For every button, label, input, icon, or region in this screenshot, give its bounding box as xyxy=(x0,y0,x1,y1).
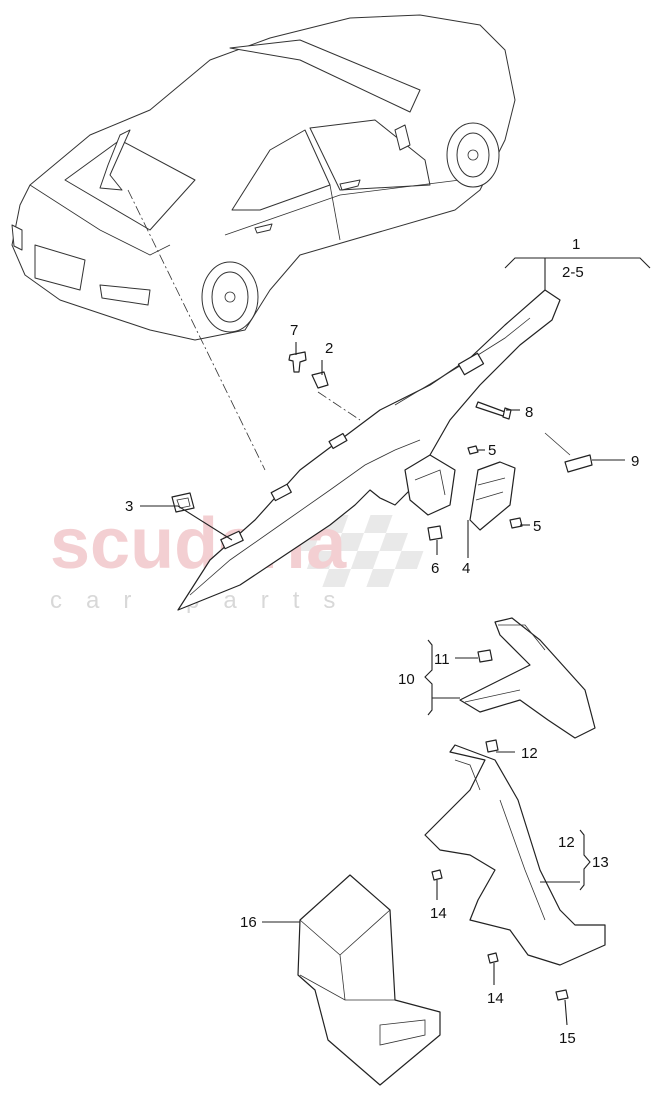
callout-4: 4 xyxy=(462,560,470,577)
callout-12a: 12 xyxy=(521,745,538,762)
callout-8: 8 xyxy=(525,404,533,421)
callout-1: 1 xyxy=(572,236,580,253)
callout-14b: 14 xyxy=(487,990,504,1007)
callout-13: 13 xyxy=(592,854,609,871)
screw-5a xyxy=(467,445,479,455)
clip-2 xyxy=(311,371,329,389)
checkered-flag-icon xyxy=(276,515,424,587)
pillar-trim-part-13 xyxy=(424,739,606,1001)
callout-10: 10 xyxy=(398,671,415,688)
callout-12b: 12 xyxy=(558,834,575,851)
foam-block-part-16 xyxy=(297,874,441,1086)
car-illustration xyxy=(11,14,516,341)
trim-part-10 xyxy=(459,617,596,739)
callout-14a: 14 xyxy=(430,905,447,922)
callout-labels: 1 2-5 2 7 3 8 9 5 5 6 4 10 11 12 12 13 1… xyxy=(125,236,639,1047)
leader-lines xyxy=(140,257,651,1026)
screw-8 xyxy=(475,401,512,420)
callout-5b: 5 xyxy=(533,518,541,535)
callout-9: 9 xyxy=(631,453,639,470)
bracket-part-4 xyxy=(469,461,516,531)
clip-3 xyxy=(171,492,195,513)
callout-16: 16 xyxy=(240,914,257,931)
callout-7: 7 xyxy=(290,322,298,339)
screw-6 xyxy=(427,525,443,541)
callout-11: 11 xyxy=(434,651,450,668)
callout-1-range: 2-5 xyxy=(562,264,584,281)
callout-2: 2 xyxy=(325,340,333,357)
callout-5a: 5 xyxy=(488,442,496,459)
callout-6: 6 xyxy=(431,560,439,577)
screw-5b xyxy=(509,517,523,529)
lamp-9 xyxy=(544,432,593,473)
fasteners xyxy=(171,351,593,541)
callout-15: 15 xyxy=(559,1030,576,1047)
clip-7 xyxy=(288,351,307,373)
trim-panel-main xyxy=(177,289,561,611)
callout-3: 3 xyxy=(125,498,133,515)
